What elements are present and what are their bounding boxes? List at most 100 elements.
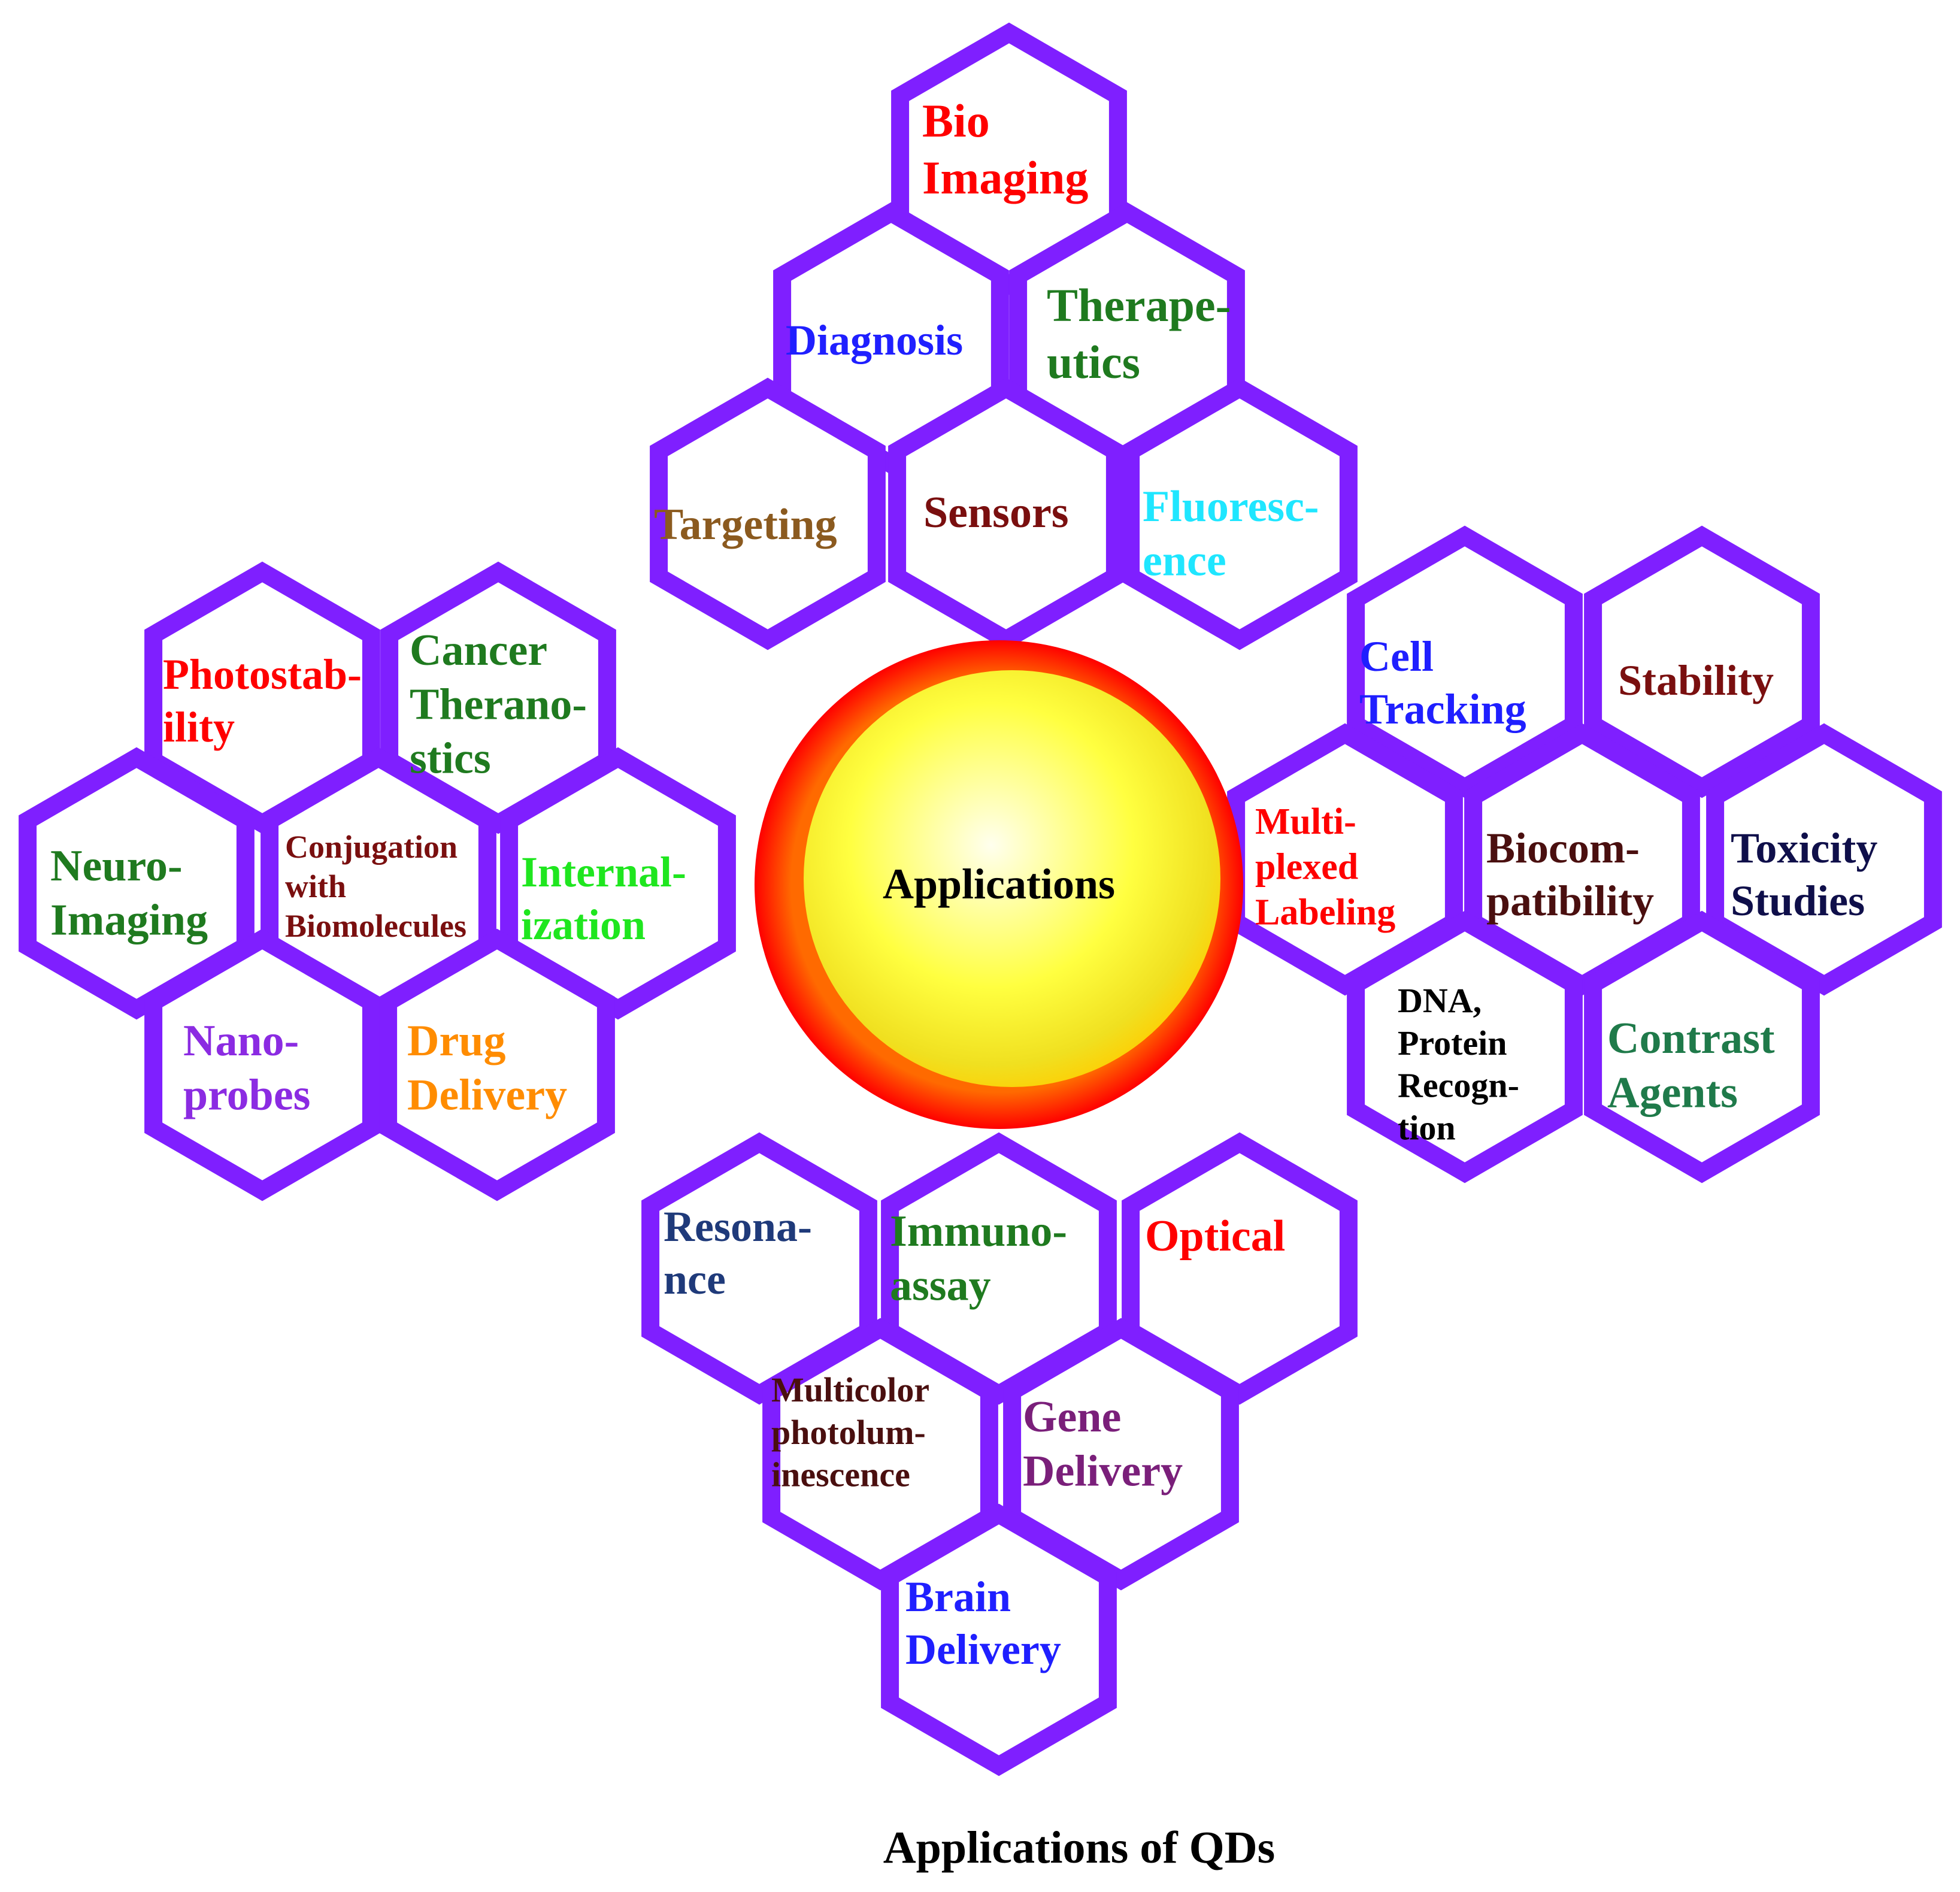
label-line: Bio — [922, 95, 990, 147]
label-line: Targeting — [654, 500, 837, 549]
hexagon-left-4 — [500, 747, 736, 1020]
hexagon-label-top-3: Targeting — [654, 500, 837, 549]
label-line: inescence — [771, 1455, 910, 1494]
label-line: assay — [890, 1261, 991, 1310]
label-line: ization — [521, 901, 646, 949]
label-line: Protein — [1398, 1024, 1507, 1062]
label-line: Conjugation — [285, 829, 458, 865]
hexagon-bottom-5 — [881, 1503, 1117, 1776]
label-line: stics — [410, 734, 491, 783]
label-line: utics — [1047, 336, 1140, 388]
label-line: Studies — [1731, 877, 1865, 925]
hexagon-top-5 — [1122, 377, 1358, 650]
label-line: Delivery — [905, 1625, 1061, 1673]
label-line: Multi- — [1255, 801, 1356, 842]
hexagon-right-5 — [1347, 910, 1583, 1183]
hexagon-left-2 — [19, 747, 255, 1020]
label-line: ility — [163, 703, 235, 751]
hexagon-top-0 — [891, 22, 1127, 295]
label-line: tion — [1398, 1108, 1456, 1147]
label-line: Imaging — [922, 152, 1088, 204]
hexagon-bottom-3 — [762, 1318, 998, 1591]
hexagon-right-6 — [1584, 910, 1820, 1183]
hexagon-label-top-1: Diagnosis — [786, 316, 963, 364]
hexagon-bottom-2 — [1122, 1132, 1358, 1405]
label-line: Biomolecules — [285, 908, 466, 944]
hexagon-label-left-0: Photostab-ility — [163, 650, 362, 751]
hub-inner-disc — [804, 670, 1220, 1087]
hexagon-label-top-2: Therape-utics — [1047, 279, 1231, 388]
label-line: Drug — [407, 1016, 505, 1065]
label-line: with — [285, 868, 346, 904]
label-line: Cancer — [410, 626, 547, 675]
label-line: Stability — [1618, 656, 1774, 704]
hexagon-label-bottom-1: Immuno-assay — [890, 1207, 1067, 1310]
label-line: probes — [183, 1070, 310, 1119]
label-line: Contrast — [1607, 1014, 1775, 1063]
center-label: Applications — [883, 860, 1115, 908]
label-line: Cell — [1359, 632, 1434, 680]
hexagon-label-left-5: Nano-probes — [183, 1016, 310, 1119]
label-line: Sensors — [923, 488, 1069, 537]
label-line: Labeling — [1255, 892, 1395, 933]
label-line: Fluoresc- — [1143, 482, 1319, 531]
hexagon-right-4 — [1706, 723, 1942, 996]
hexagon-label-bottom-2: Optical — [1145, 1212, 1285, 1261]
label-line: Brain — [905, 1573, 1011, 1621]
hexagon-top-4 — [888, 377, 1124, 650]
hexagon-left-5 — [144, 928, 380, 1201]
label-line: Biocom- — [1486, 824, 1640, 872]
label-line: Internal- — [521, 848, 686, 896]
hexagon-top-3 — [650, 377, 886, 650]
label-line: patibility — [1486, 877, 1654, 925]
hexagon-right-0 — [1347, 525, 1583, 798]
hexagon-label-left-4: Internal-ization — [521, 848, 686, 949]
hexagon-label-bottom-3: Multicolor photolum-inescence — [771, 1370, 929, 1494]
hexagon-label-top-4: Sensors — [923, 488, 1069, 537]
label-line: Multicolor — [771, 1370, 929, 1409]
hexagon-left-6 — [379, 928, 615, 1201]
hexagon-bottom-1 — [881, 1132, 1117, 1405]
hexagon-layer — [19, 22, 1942, 1776]
figure-caption: Applications of QDs — [883, 1823, 1276, 1873]
hexagon-bottom-0 — [641, 1132, 877, 1405]
label-line: Immuno- — [890, 1207, 1067, 1256]
label-line: Therape- — [1047, 279, 1231, 331]
label-line: ence — [1143, 536, 1226, 585]
label-line: Therano- — [410, 680, 587, 729]
hexagon-label-bottom-0: Resona-nce — [664, 1203, 812, 1303]
label-line: Toxicity — [1731, 824, 1877, 872]
hexagon-label-right-3: Biocom-patibility — [1486, 824, 1654, 925]
center-hub: Applications — [755, 640, 1243, 1129]
label-line: Tracking — [1359, 685, 1526, 733]
hexagon-right-2 — [1227, 723, 1463, 996]
label-line: Recogn- — [1398, 1066, 1519, 1105]
label-line: plexed — [1255, 847, 1358, 888]
label-line: Diagnosis — [786, 316, 963, 364]
label-line: photolum- — [771, 1413, 926, 1452]
label-line: Optical — [1145, 1212, 1285, 1261]
label-line: Nano- — [183, 1016, 299, 1065]
hexagon-label-right-1: Stability — [1618, 656, 1774, 704]
label-line: Resona- — [664, 1203, 812, 1251]
label-line: Imaging — [50, 895, 208, 945]
label-line: Gene — [1023, 1392, 1121, 1442]
hexagon-label-left-2: Neuro-Imaging — [50, 841, 208, 945]
hexagon-left-1 — [380, 561, 616, 834]
label-line: DNA, — [1398, 981, 1482, 1020]
label-line: Photostab- — [163, 650, 362, 698]
hexagon-right-1 — [1584, 525, 1820, 798]
label-line: Delivery — [1023, 1446, 1183, 1496]
hexagon-label-top-5: Fluoresc-ence — [1143, 482, 1319, 585]
label-line: nce — [664, 1255, 726, 1303]
